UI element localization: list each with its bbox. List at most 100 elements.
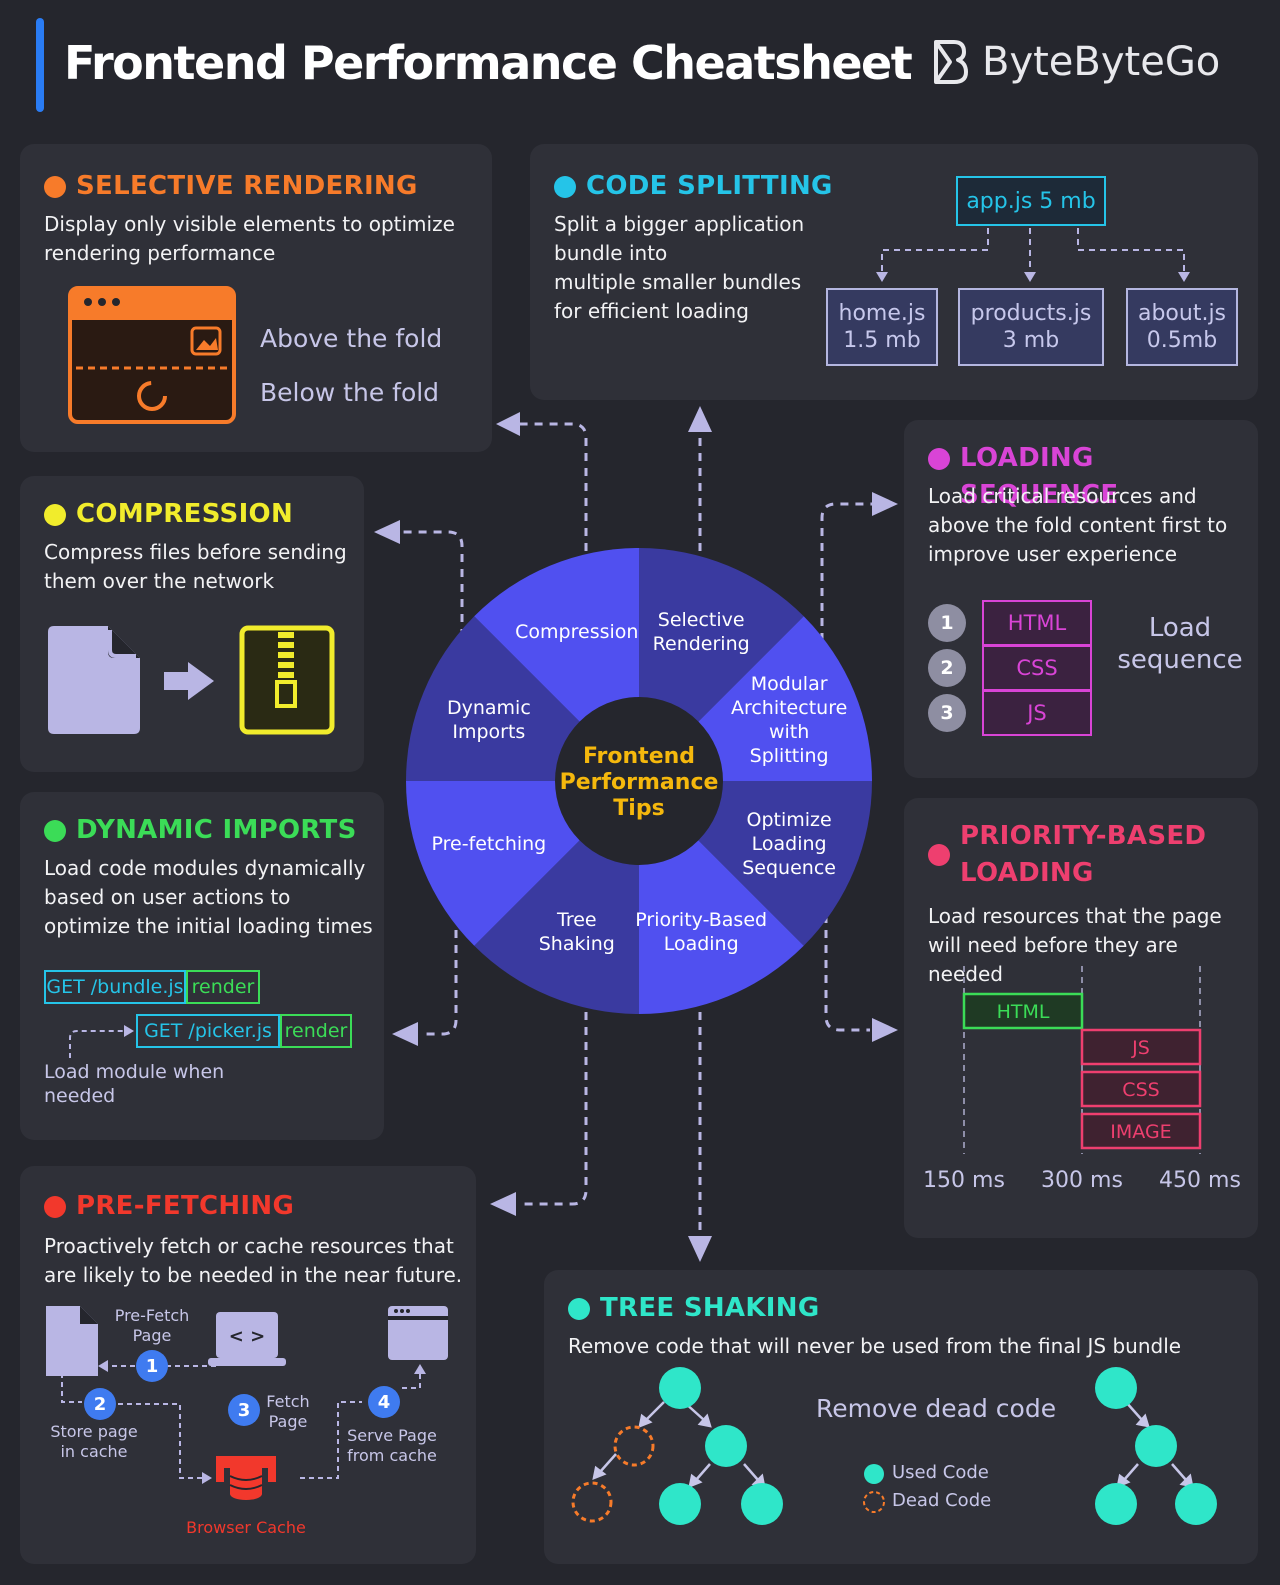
card-priority-loading: PRIORITY-BASED LOADING Load resources th…: [904, 798, 1258, 1238]
priority-bar-image: [1080, 1112, 1202, 1150]
selective-desc: Display only visible elements to optimiz…: [44, 212, 455, 265]
compression-title: COMPRESSION: [44, 496, 293, 533]
render-step-1: render: [186, 970, 260, 1004]
products-bundle-box: products.js 3 mb: [958, 288, 1104, 366]
dead-code-legend-icon: [863, 1491, 885, 1513]
about-bundle-box: about.js 0.5mb: [1126, 288, 1238, 366]
below-fold-label: Below the fold: [260, 378, 440, 407]
sequence-step-1-badge: 1: [928, 604, 966, 642]
priority-bar-html: [962, 992, 1084, 1030]
code-split-connectors: [876, 228, 1190, 282]
sequence-css-box: CSS: [982, 645, 1092, 691]
card-code-splitting: CODE SPLITTING Split a bigger applicatio…: [530, 144, 1258, 400]
prefetch-diagram: < >: [46, 1306, 448, 1500]
step-1-label: Pre-Fetch Page: [114, 1306, 190, 1345]
priority-bar-css: [1080, 1070, 1202, 1108]
file-icon: [48, 626, 140, 734]
document-icon: [46, 1306, 98, 1376]
priority-bar-label: IMAGE: [1110, 1121, 1171, 1143]
browser-window-fold-icon: [68, 286, 236, 424]
brand-name: ByteByteGo: [982, 39, 1221, 85]
dynamic-title: DYNAMIC IMPORTS: [44, 812, 357, 849]
laptop-code-icon: < >: [208, 1312, 286, 1366]
priority-dot-icon: [928, 844, 950, 866]
dynamic-dot-icon: [44, 820, 66, 842]
priority-title: PRIORITY-BASED LOADING: [928, 818, 1206, 892]
selective-dot-icon: [44, 176, 66, 198]
step-4-badge: 4: [377, 1392, 391, 1413]
step-2-label: Store page in cache: [50, 1422, 138, 1461]
load-sequence-label: Load sequence: [1117, 613, 1243, 675]
card-dynamic-imports: DYNAMIC IMPORTS Load code modules dynami…: [20, 792, 384, 1140]
code-desc: Split a bigger application bundle into m…: [554, 212, 805, 323]
step-1-badge: 1: [145, 1356, 159, 1377]
used-code-legend-icon: [864, 1464, 884, 1484]
dynamic-connector: [69, 1025, 134, 1058]
priority-bar-label: JS: [1131, 1037, 1150, 1059]
brand: ByteByteGo: [930, 38, 1220, 86]
prefetch-desc: Proactively fetch or cache resources tha…: [44, 1234, 463, 1287]
sequence-step-3-badge: 3: [928, 694, 966, 732]
step-4-label: Serve Page from cache: [347, 1426, 437, 1465]
code-dot-icon: [554, 176, 576, 198]
render-step-2: render: [280, 1014, 352, 1048]
step-2-badge: 2: [93, 1394, 107, 1415]
priority-bar-label: CSS: [1122, 1079, 1159, 1101]
app-bundle-box: app.js 5 mb: [956, 176, 1106, 226]
dynamic-note: Load module when needed: [44, 1061, 225, 1107]
remove-dead-code-label: Remove dead code: [816, 1394, 1057, 1423]
get-bundle-request: GET /bundle.js: [44, 970, 186, 1004]
tree-dot-icon: [568, 1298, 590, 1320]
card-selective-rendering: SELECTIVE RENDERING Display only visible…: [20, 144, 492, 452]
prefetch-title: PRE-FETCHING: [44, 1188, 294, 1225]
selective-title: SELECTIVE RENDERING: [44, 168, 418, 205]
browser-window-icon: [388, 1306, 448, 1360]
sequence-step-2-badge: 2: [928, 649, 966, 687]
loadseq-dot-icon: [928, 448, 950, 470]
compression-dot-icon: [44, 504, 66, 526]
step-badges: [84, 1350, 400, 1426]
card-compression: COMPRESSION Compress files before sendin…: [20, 476, 364, 772]
database-cache-icon: [216, 1456, 276, 1500]
card-tree-shaking: TREE SHAKING Remove code that will never…: [544, 1270, 1258, 1564]
zip-file-icon: [239, 625, 335, 735]
title-accent-bar: [36, 18, 44, 112]
loadseq-desc: Load critical resources and above the fo…: [928, 484, 1228, 566]
tree-diagrams: [571, 1367, 1217, 1525]
prefetch-dot-icon: [44, 1196, 66, 1218]
wheel-label-7: Compression: [515, 621, 638, 643]
timeline-tick-label: 150 ms: [923, 1168, 1005, 1193]
card-pre-fetching: PRE-FETCHING Proactively fetch or cache …: [20, 1166, 476, 1564]
compression-illustration: [48, 625, 335, 735]
priority-bar-js: [1080, 1028, 1202, 1066]
step-3-badge: 3: [237, 1400, 251, 1421]
timeline-tick-label: 300 ms: [1041, 1168, 1123, 1193]
compression-desc: Compress files before sending them over …: [44, 540, 347, 593]
get-picker-request: GET /picker.js: [136, 1014, 280, 1048]
wheel-center: [555, 697, 723, 865]
priority-desc: Load resources that the page will need b…: [928, 904, 1222, 986]
loadseq-title: LOADING SEQUENCE: [928, 440, 1258, 514]
card-loading-sequence: LOADING SEQUENCE Load critical resources…: [904, 420, 1258, 778]
wheel-label-5: Pre-fetching: [431, 833, 546, 855]
svg-text:< >: < >: [229, 1326, 265, 1347]
tree-desc: Remove code that will never be used from…: [568, 1334, 1182, 1358]
timeline-tick-label: 450 ms: [1159, 1168, 1241, 1193]
used-code-label: Used Code: [892, 1462, 989, 1483]
above-fold-label: Above the fold: [260, 324, 443, 353]
sequence-html-box: HTML: [982, 600, 1092, 646]
tree-title: TREE SHAKING: [568, 1290, 819, 1327]
step-3-label: Fetch Page: [266, 1392, 310, 1431]
dead-code-label: Dead Code: [892, 1490, 992, 1511]
page-title: Frontend Performance Cheatsheet: [64, 36, 913, 90]
